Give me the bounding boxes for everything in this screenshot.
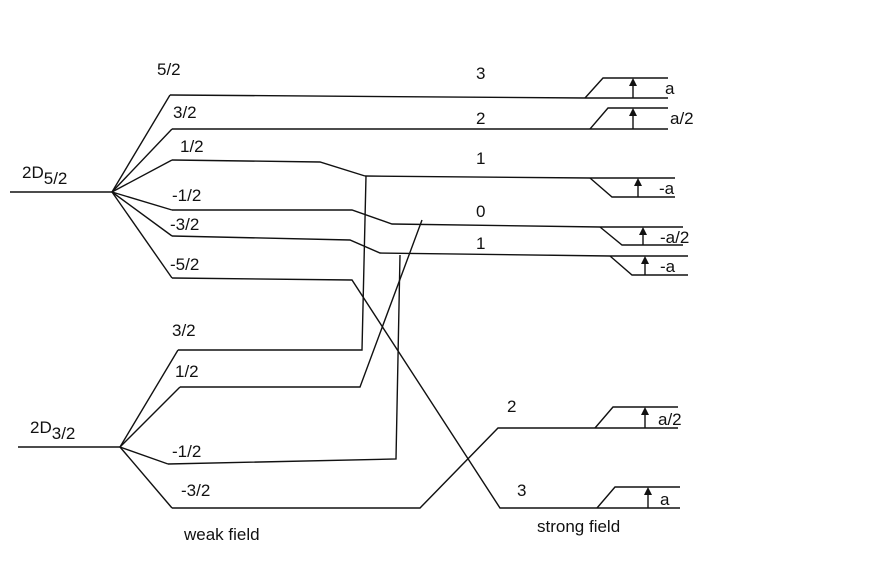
weak-level-label: -3/2 <box>170 215 199 234</box>
weak-level-label: -1/2 <box>172 186 201 205</box>
correlation-line-lower-m1-2 <box>167 254 401 465</box>
correlation-line-lower-m3-2 <box>172 427 595 509</box>
strong-field-label: strong field <box>537 517 620 536</box>
strong-level-1-upper <box>364 175 591 179</box>
fan-line <box>111 94 171 193</box>
strong-level-label: 0 <box>476 202 485 221</box>
weak-level-label: 3/2 <box>172 321 196 340</box>
strong-level-label: 1 <box>476 234 485 253</box>
splitting-label: a <box>665 79 675 98</box>
weak-level-label: -3/2 <box>181 481 210 500</box>
splitting-label: -a <box>660 257 676 276</box>
splitting-label: -a <box>659 179 675 198</box>
fan-line <box>119 446 169 465</box>
correlation-line-lower-1-2 <box>180 219 423 388</box>
weak-level-label: 3/2 <box>173 103 197 122</box>
correlation-line-m5-2 <box>171 277 597 509</box>
splitting-label: a/2 <box>658 410 682 429</box>
fan-line <box>111 191 173 237</box>
correlation-line-m3-2 <box>171 235 611 257</box>
splitting-step-lower-a-half <box>594 406 678 429</box>
strong-level-label: 2 <box>476 109 485 128</box>
splitting-step-a-half <box>589 107 668 130</box>
splitting-label: -a/2 <box>660 228 689 247</box>
fan-line <box>119 386 181 448</box>
weak-level-label: 1/2 <box>180 137 204 156</box>
strong-level-label: 3 <box>517 481 526 500</box>
correlation-line-m1-2 <box>172 209 601 228</box>
fan-line <box>119 446 173 509</box>
fan-line <box>119 349 179 448</box>
correlation-line-5-2 <box>169 94 586 99</box>
strong-level-label: 3 <box>476 64 485 83</box>
correlation-line-lower-3-2 <box>178 175 367 351</box>
strong-level-label: 2 <box>507 397 516 416</box>
splitting-step-a <box>584 77 668 99</box>
weak-level-label: -1/2 <box>172 442 201 461</box>
fan-line <box>111 191 173 211</box>
term-label-2d32: 2D3/2 <box>30 418 75 443</box>
fan-line <box>111 191 173 279</box>
weak-level-label: 5/2 <box>157 60 181 79</box>
splitting-label: a/2 <box>670 109 694 128</box>
weak-level-label: -5/2 <box>170 255 199 274</box>
correlation-line-1-2 <box>171 159 366 177</box>
weak-field-label: weak field <box>183 525 260 544</box>
splitting-step-minus-a-half <box>599 226 683 246</box>
splitting-step-minus-a-2 <box>609 255 688 276</box>
splitting-step-minus-a <box>589 177 675 198</box>
splitting-step-lower-a <box>596 486 680 509</box>
fan-line <box>111 159 173 193</box>
fan-line <box>111 128 173 193</box>
strong-level-label: 1 <box>476 149 485 168</box>
term-label-2d52: 2D5/2 <box>22 163 67 188</box>
weak-level-label: 1/2 <box>175 362 199 381</box>
splitting-label: a <box>660 490 670 509</box>
